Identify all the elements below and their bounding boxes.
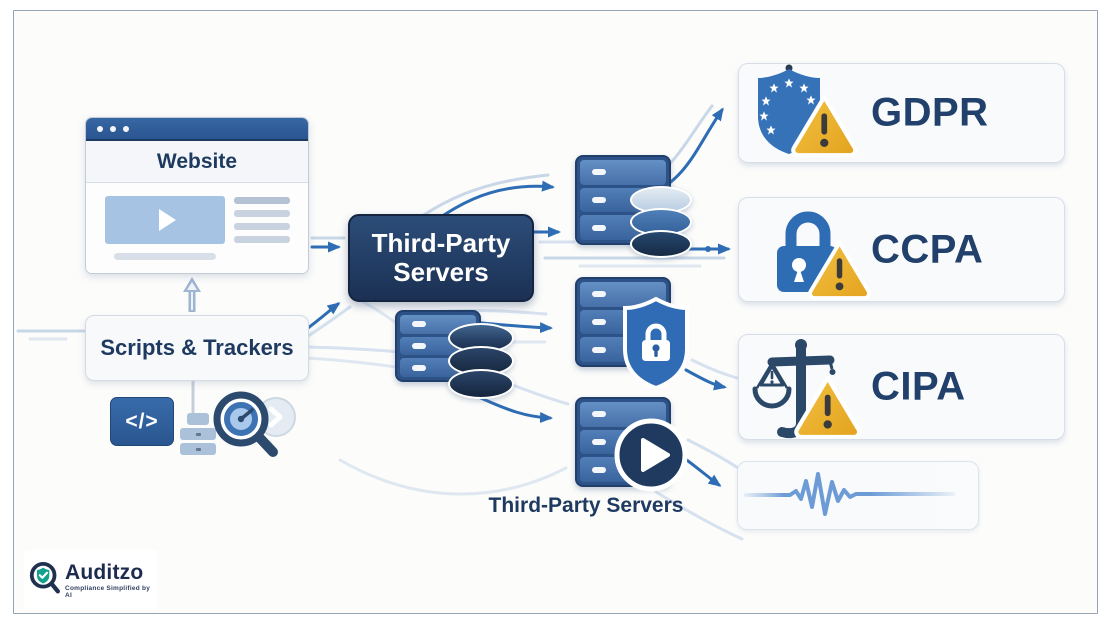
- server-slot: [580, 402, 666, 427]
- text-line: [114, 253, 216, 260]
- eu-shield-warning-icon: [758, 64, 858, 158]
- tps-line2: Servers: [393, 257, 489, 287]
- text-line: [234, 197, 290, 204]
- tps-line1: Third-Party: [371, 227, 511, 258]
- video-player-placeholder: [105, 196, 225, 244]
- logo-name: Auditzo: [65, 560, 144, 584]
- auditzo-logo: Auditzo Compliance Simplified by AI: [24, 550, 158, 610]
- code-icon: </>: [110, 397, 174, 446]
- scripts-trackers-label: Scripts & Trackers: [100, 335, 294, 360]
- database-icon: [630, 186, 692, 258]
- browser-titlebar: [86, 118, 308, 141]
- padlock-warning-icon: [777, 211, 871, 301]
- server-bar: [180, 443, 216, 455]
- website-title: Website: [86, 141, 308, 183]
- gdpr-label: GDPR: [871, 90, 989, 135]
- text-placeholder-lines: [234, 197, 290, 243]
- gdpr-card: GDPR: [738, 63, 1065, 163]
- website-window: Website: [85, 117, 309, 274]
- window-dot-icon: [123, 125, 129, 132]
- server-slot: [580, 429, 666, 455]
- server-bar: [180, 428, 216, 440]
- waveform-card: [737, 461, 979, 530]
- ccpa-card: CCPA: [738, 197, 1065, 302]
- third-party-servers-box: Third-Party Servers: [348, 214, 534, 302]
- scales-warning-icon: [752, 339, 862, 439]
- db-disc: [630, 230, 692, 258]
- server-slot: [580, 309, 666, 335]
- ccpa-label: CCPA: [871, 227, 984, 271]
- logo-tagline: Compliance Simplified by AI: [65, 584, 151, 599]
- cipa-card: CIPA: [738, 334, 1065, 440]
- text-line: [234, 236, 290, 243]
- play-icon: [158, 209, 176, 231]
- server-icon: [575, 397, 671, 487]
- cipa-label: CIPA: [871, 364, 966, 409]
- server-slot: [580, 160, 666, 185]
- server-slot: [580, 337, 666, 363]
- scripts-trackers-box: Scripts & Trackers: [85, 315, 309, 381]
- db-disc: [448, 369, 514, 399]
- website-content: [86, 183, 308, 273]
- window-dot-icon: [97, 125, 103, 132]
- code-icon-glyph: </>: [125, 409, 159, 433]
- waveform-icon: [744, 472, 955, 516]
- servers-caption: Third-Party Servers: [488, 494, 684, 517]
- auditzo-magnifier-icon: [29, 561, 60, 594]
- server-slot: [580, 282, 666, 307]
- database-icon: [448, 323, 514, 399]
- window-dot-icon: [110, 125, 116, 132]
- text-line: [234, 223, 290, 230]
- server-bar: [187, 413, 209, 425]
- tracker-server-icon: [178, 411, 218, 461]
- server-icon: [575, 277, 671, 367]
- text-line: [234, 210, 290, 217]
- server-slot: [580, 457, 666, 483]
